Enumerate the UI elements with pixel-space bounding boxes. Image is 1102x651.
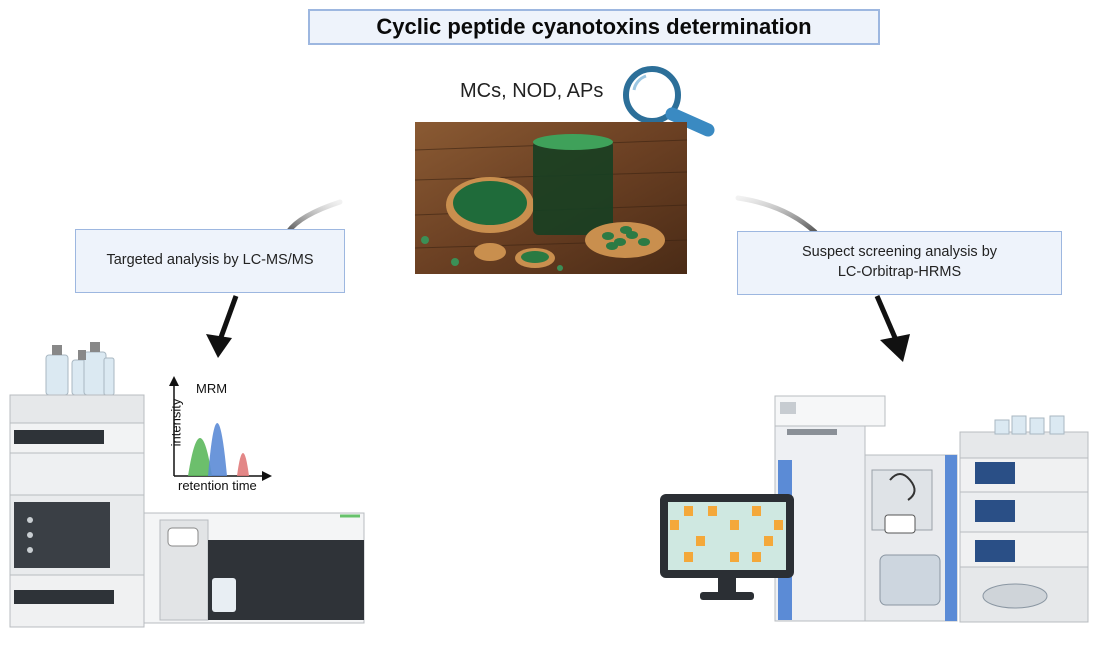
mrm-xlabel: retention time xyxy=(178,478,257,493)
suspect-screening-box: Suspect screening analysis by LC-Orbitra… xyxy=(737,231,1062,295)
arrow-to-suspect xyxy=(735,195,910,362)
spirulina-photo xyxy=(414,122,688,274)
targeted-analysis-box: Targeted analysis by LC-MS/MS xyxy=(75,229,345,293)
mrm-peak-3 xyxy=(237,453,249,476)
mrm-peak-1 xyxy=(188,438,212,476)
mrm-plot xyxy=(169,376,272,481)
mrm-label: MRM xyxy=(196,381,228,396)
mrm-peak-2 xyxy=(208,423,227,476)
mrm-ylabel: intensity xyxy=(168,398,184,447)
targeted-analysis-label: Targeted analysis by LC-MS/MS xyxy=(106,252,314,269)
orbitrap-instrument xyxy=(774,395,1089,623)
suspect-screening-line1: Suspect screening analysis by xyxy=(801,244,998,261)
magnifier-icon xyxy=(623,66,715,137)
analytes-label: MCs, NOD, APs xyxy=(460,80,604,102)
lc-ms-instrument xyxy=(9,342,365,628)
monitor-heatmap xyxy=(660,494,794,600)
diagram-title: Cyclic peptide cyanotoxins determination xyxy=(308,9,880,45)
suspect-screening-line2: LC-Orbitrap-HRMS xyxy=(837,264,962,280)
